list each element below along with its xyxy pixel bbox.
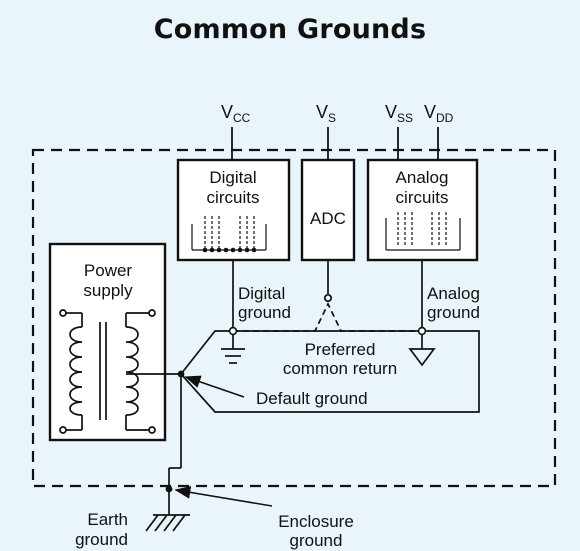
analog-circuits-label-2: circuits	[396, 188, 449, 207]
adc-label: ADC	[310, 209, 346, 228]
power-supply-block: Power supply	[48, 242, 167, 442]
enclosure-ground-arrow	[174, 486, 273, 507]
adc-block: ADC	[300, 158, 356, 262]
junction-dots	[165, 370, 185, 493]
ground-wiring	[126, 260, 480, 515]
digital-ground-label: Digital	[238, 284, 285, 303]
analog-ground-label: Analog	[427, 284, 480, 303]
digital-node	[228, 326, 238, 336]
transformer-icon	[59, 309, 156, 434]
digital-ground-label-2: ground	[238, 303, 291, 322]
vs-supply: VS	[316, 102, 336, 160]
analog-pins-icon	[385, 212, 461, 251]
vss-label: VSS	[385, 102, 413, 125]
digital-circuits-block: Digital circuits	[176, 158, 291, 262]
earth-ground-label: Earth	[87, 510, 128, 529]
digital-circuits-label: Digital	[209, 168, 256, 187]
analog-ground-label-2: ground	[427, 303, 480, 322]
preferred-return-label: Preferred	[305, 340, 376, 359]
analog-node	[417, 326, 427, 336]
power-supply-label-2: supply	[83, 281, 133, 300]
digital-ground-icon	[221, 348, 245, 364]
analog-ground-icon	[408, 348, 436, 367]
earth-ground-icon	[145, 514, 190, 532]
analog-circuits-block: Analog circuits	[366, 158, 479, 262]
enclosure-ground-label: Enclosure	[278, 512, 354, 531]
analog-circuits-label: Analog	[396, 168, 449, 187]
vss-vdd-supply: VSS VDD	[385, 102, 454, 160]
dashed-enclosure	[31, 148, 557, 488]
default-ground-arrow	[184, 375, 245, 398]
power-supply-label: Power	[84, 261, 133, 280]
digital-circuits-label-2: circuits	[207, 188, 260, 207]
vcc-supply: VCC	[221, 102, 251, 160]
vdd-label: VDD	[424, 102, 454, 125]
page-title: Common Grounds	[153, 14, 427, 45]
earth-ground-label-2: ground	[75, 530, 128, 549]
preferred-return-label-2: common return	[283, 359, 397, 378]
default-ground-label: Default ground	[256, 389, 368, 408]
vs-label: VS	[316, 102, 336, 125]
enclosure-ground-label-2: ground	[290, 531, 343, 550]
vcc-label: VCC	[221, 102, 251, 125]
preferred-return-path	[233, 302, 422, 332]
